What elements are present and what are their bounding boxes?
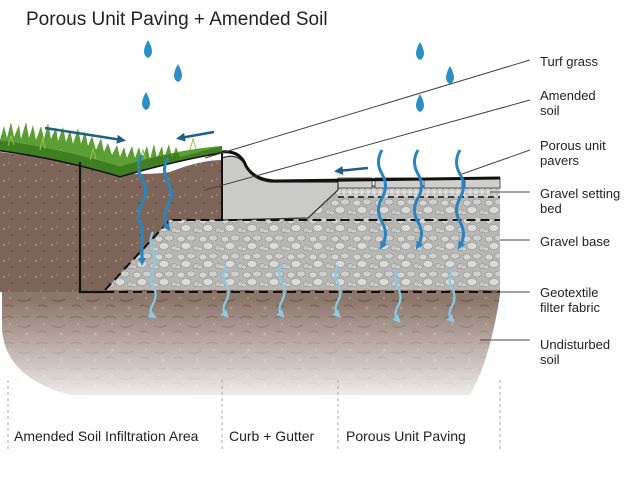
label-geotextile-line-2: filter fabric	[540, 300, 600, 315]
label-turf-grass: Turf grass	[540, 54, 599, 69]
label-gravel-setting-bed: Gravel setting bed	[540, 186, 620, 216]
label-gravel-setting-bed-line-2: bed	[540, 201, 562, 216]
raindrop-icon	[416, 94, 424, 112]
raindrop-icon	[144, 40, 152, 58]
leader-lines	[204, 59, 531, 341]
label-undisturbed-soil-line-1: Undisturbed	[540, 337, 611, 352]
soil-fade	[0, 300, 520, 400]
geotextile-filter-fabric	[104, 219, 500, 293]
flow-arrow-icon	[176, 130, 215, 142]
label-porous-unit-pavers-line-1: Porous unit	[540, 138, 606, 153]
amended-soil-wedge	[80, 160, 222, 292]
label-geotextile-line-1: Geotextile	[540, 285, 599, 300]
flow-arrow-icon-group	[44, 126, 369, 175]
zone-porous-unit-paving: Porous Unit Paving	[346, 428, 466, 444]
flow-arrow-icon	[44, 126, 126, 144]
label-amended-soil: Amended soil	[540, 88, 596, 118]
label-undisturbed-soil: Undisturbed soil	[540, 337, 610, 367]
raindrop-icon	[174, 64, 182, 82]
label-porous-unit-pavers: Porous unit pavers	[540, 138, 606, 168]
label-porous-unit-pavers-line-2: pavers	[540, 153, 580, 168]
raindrop-icon	[446, 66, 454, 84]
diagram-title: Porous Unit Paving + Amended Soil	[26, 9, 328, 30]
zone-curb-gutter: Curb + Gutter	[229, 428, 315, 444]
label-gravel-base: Gravel base	[540, 234, 611, 249]
zone-amended-soil-infiltration-area: Amended Soil Infiltration Area	[14, 428, 199, 444]
amended-zone-outline	[78, 162, 105, 294]
raindrop-icon	[142, 92, 150, 110]
flow-arrow-icon	[334, 166, 369, 175]
label-amended-soil-line-1: Amended	[540, 88, 596, 103]
raindrop-icon	[416, 42, 424, 60]
gravel-base	[105, 220, 500, 290]
raindrop-icon-group	[142, 40, 454, 112]
deep-infiltration-arrows	[147, 231, 456, 323]
amended-soil-zone	[0, 152, 80, 292]
turf-grass	[0, 122, 222, 176]
label-geotextile-filter-fabric: Geotextile filter fabric	[540, 285, 600, 315]
label-gravel-setting-bed-line-1: Gravel setting	[540, 186, 621, 201]
infiltration-arrows	[137, 149, 466, 266]
label-undisturbed-soil-line-2: soil	[540, 352, 560, 367]
label-amended-soil-line-2: soil	[540, 103, 560, 118]
